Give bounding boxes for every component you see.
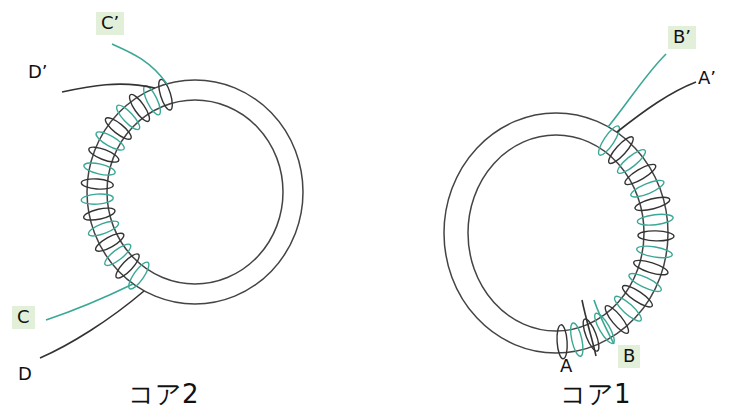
- winding-turn: [114, 102, 143, 132]
- winding-turn: [83, 206, 116, 223]
- lead-wire: [46, 284, 133, 320]
- winding-turn: [606, 134, 637, 167]
- winding-turn: [81, 178, 114, 190]
- winding-turn: [620, 282, 655, 310]
- winding-turn: [102, 241, 133, 269]
- winding-turn: [627, 270, 663, 294]
- core-outer-edge: [87, 80, 303, 304]
- winding-turn: [602, 303, 632, 336]
- lead-wire: [582, 300, 596, 356]
- winding-turn: [93, 230, 126, 254]
- winding-turn: [623, 161, 659, 188]
- winding-turn: [94, 129, 127, 154]
- winding-turn: [81, 193, 114, 205]
- windings: [81, 78, 674, 359]
- terminal-label: B’: [668, 26, 696, 49]
- winding-turn: [615, 146, 649, 176]
- terminal-label: D’: [28, 62, 48, 83]
- winding-turn: [634, 194, 671, 213]
- core-label: コア1: [560, 380, 631, 410]
- winding-turn: [103, 115, 134, 143]
- lead-wire: [40, 291, 144, 358]
- winding-turn: [636, 244, 673, 260]
- winding-turn: [638, 230, 674, 241]
- core-inner-edge: [468, 135, 644, 331]
- winding-turn: [595, 123, 622, 157]
- lead-wire: [617, 82, 696, 132]
- winding-turn: [87, 218, 120, 239]
- core-2: [87, 80, 303, 304]
- winding-turn: [87, 144, 120, 165]
- lead-wires: [40, 44, 696, 358]
- winding-turn: [83, 161, 116, 178]
- core-label: コア2: [128, 380, 199, 410]
- core-1: [444, 113, 668, 353]
- terminal-label: A’: [698, 68, 716, 89]
- core-inner-edge: [107, 100, 283, 284]
- winding-turn: [126, 260, 153, 292]
- terminal-label: B: [618, 345, 640, 368]
- winding-turn: [637, 213, 674, 227]
- terminal-label: C’: [96, 12, 124, 35]
- winding-turn: [141, 84, 164, 117]
- terminal-label: A: [560, 356, 572, 377]
- core-outer-edge: [444, 113, 668, 353]
- winding-turn: [126, 92, 152, 124]
- winding-turn: [113, 251, 142, 281]
- winding-turn: [591, 311, 617, 346]
- lead-wire: [112, 44, 167, 84]
- winding-turn: [556, 325, 568, 360]
- terminal-label: D: [18, 364, 32, 385]
- winding-turn: [612, 293, 645, 324]
- winding-turn: [568, 322, 585, 357]
- terminal-label: C: [12, 306, 35, 329]
- lead-wire: [594, 300, 614, 344]
- lead-wire: [62, 84, 155, 92]
